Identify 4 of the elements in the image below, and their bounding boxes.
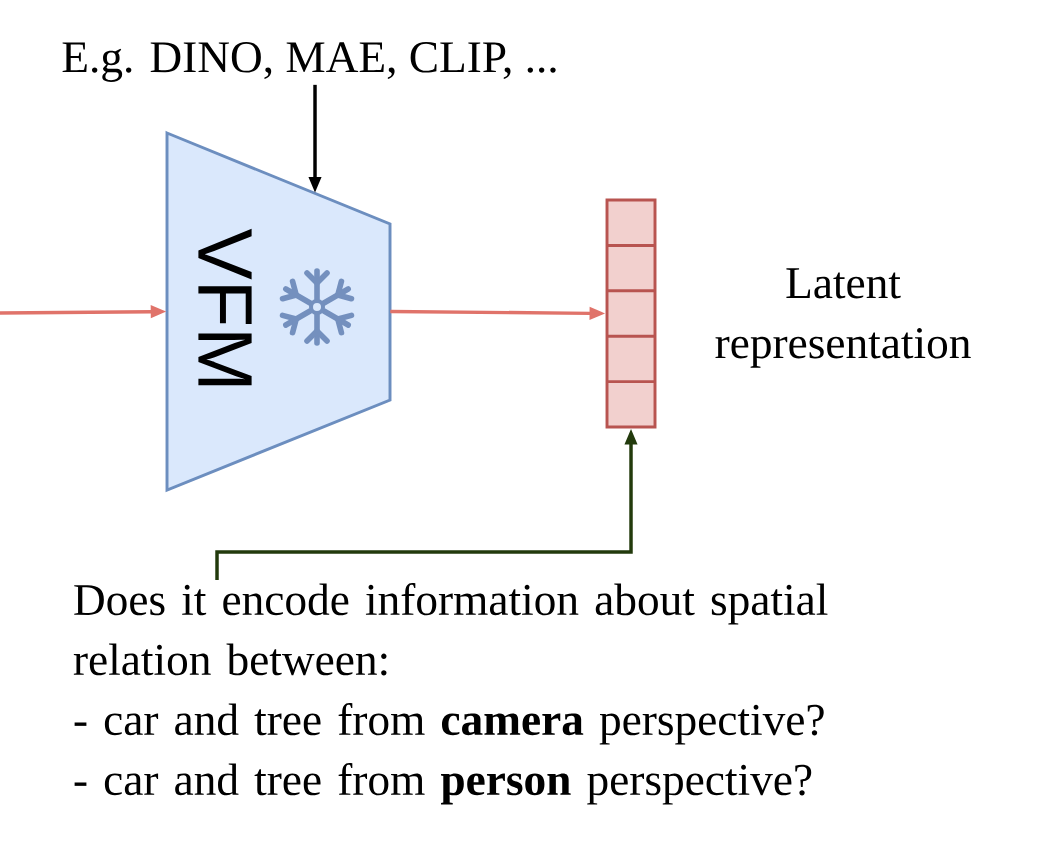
vector-caption: Latent representation [715, 268, 971, 368]
vector-bar [605, 198, 657, 429]
note-text: E.g. DINO, MAE, CLIP, ... [62, 42, 556, 82]
question-text: Does it encode information about spatial relation between: - car and tree from camera perspective? - car and tree from person perspective? [73, 582, 828, 805]
